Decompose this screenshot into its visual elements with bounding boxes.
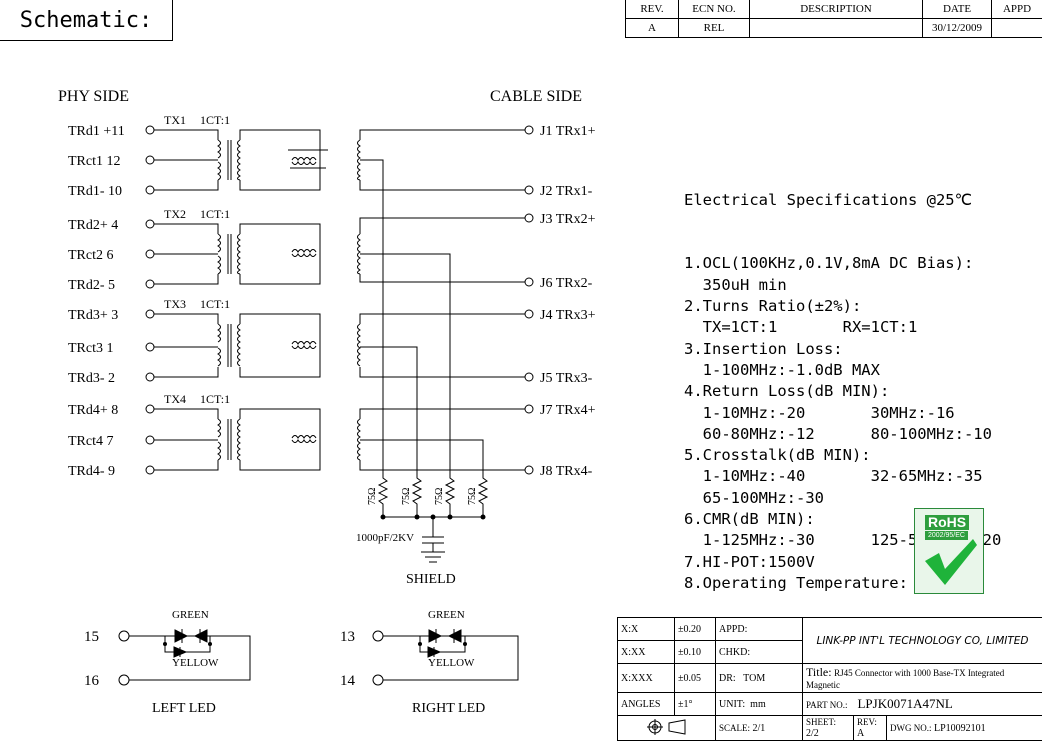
spec-line: 1-10MHz:-40 32-65MHz:-35 bbox=[684, 466, 1001, 487]
right-led-label: RIGHT LED bbox=[412, 701, 485, 716]
spec-line: 4.Return Loss(dB MIN): bbox=[684, 381, 1001, 402]
tx2-label: TX2 bbox=[164, 207, 186, 221]
drawing-title: Title: RJ45 Connector with 1000 Base-TX … bbox=[803, 664, 1042, 693]
scale: SCALE: 2/1 bbox=[716, 716, 803, 741]
chkd-label: CHKD: bbox=[716, 641, 803, 664]
cable-pin: J3 TRx2+ bbox=[540, 212, 596, 227]
tx4-label: TX4 bbox=[164, 392, 186, 406]
unit: UNIT: mm bbox=[716, 693, 803, 716]
projection-symbol-icon bbox=[618, 716, 716, 741]
tx2-ratio: 1CT:1 bbox=[200, 207, 230, 221]
tx1-ratio: 1CT:1 bbox=[200, 113, 230, 127]
tol-label: X:XX bbox=[618, 641, 675, 664]
left-led-yellow: YELLOW bbox=[172, 657, 219, 669]
revision: REV: A bbox=[854, 716, 887, 741]
tol-value: ±0.10 bbox=[675, 641, 716, 664]
checkmark-icon bbox=[915, 509, 983, 593]
sheet: SHEET: 2/2 bbox=[803, 716, 854, 741]
spec-line: 3.Insertion Loss: bbox=[684, 339, 1001, 360]
phy-pin: TRd1- 10 bbox=[68, 184, 122, 199]
cable-pin: J6 TRx2- bbox=[540, 276, 593, 291]
drawing-number: DWG NO.: LP10092101 bbox=[887, 716, 1042, 741]
right-led-yellow: YELLOW bbox=[428, 657, 475, 669]
resistor-label: 75Ω bbox=[401, 488, 412, 505]
spec-line: 1.OCL(100KHz,0.1V,8mA DC Bias): bbox=[684, 253, 1001, 274]
right-led-pin-bottom: 14 bbox=[340, 673, 356, 689]
pin-circle bbox=[146, 186, 154, 194]
spec-title: Electrical Specifications @25℃ bbox=[684, 190, 1001, 211]
spec-line: 350uH min bbox=[684, 275, 1001, 296]
left-led-pin-top: 15 bbox=[84, 629, 99, 645]
pin-circle bbox=[146, 126, 154, 134]
right-led-green: GREEN bbox=[428, 609, 465, 621]
tol-label: ANGLES bbox=[618, 693, 675, 716]
tol-value: ±0.20 bbox=[675, 618, 716, 641]
phy-pin: TRd2- 5 bbox=[68, 278, 115, 293]
phy-pin: TRd4+ 8 bbox=[68, 403, 118, 418]
title-block: X:X ±0.20 APPD: LINK-PP INT'L TECHNOLOGY… bbox=[617, 617, 1042, 741]
phy-pin: TRd3+ 3 bbox=[68, 308, 118, 323]
cable-pin: J8 TRx4- bbox=[540, 464, 593, 479]
right-led-pin-top: 13 bbox=[340, 629, 355, 645]
rohs-badge: RoHS 2002/95/EC bbox=[914, 508, 984, 594]
part-number: PART NO.: LPJK0071A47NL bbox=[803, 693, 1042, 716]
phy-pin: TRd4- 9 bbox=[68, 464, 115, 479]
phy-side-label: PHY SIDE bbox=[58, 88, 129, 105]
tol-value: ±1° bbox=[675, 693, 716, 716]
phy-pin: TRd1 +11 bbox=[68, 124, 125, 139]
spec-line: 2.Turns Ratio(±2%): bbox=[684, 296, 1001, 317]
tx4-ratio: 1CT:1 bbox=[200, 392, 230, 406]
left-led-label: LEFT LED bbox=[152, 701, 216, 716]
shield-label: SHIELD bbox=[406, 572, 456, 587]
tol-value: ±0.05 bbox=[675, 664, 716, 693]
cable-pin: J2 TRx1- bbox=[540, 184, 593, 199]
phy-pin: TRd2+ 4 bbox=[68, 218, 118, 233]
cable-side-label: CABLE SIDE bbox=[490, 88, 582, 105]
pin-circle bbox=[146, 156, 154, 164]
cable-pin: J1 TRx1+ bbox=[540, 124, 596, 139]
phy-pin: TRct2 6 bbox=[68, 248, 114, 263]
left-led-green: GREEN bbox=[172, 609, 209, 621]
phy-pin: TRct1 12 bbox=[68, 154, 121, 169]
capacitor-label: 1000pF/2KV bbox=[356, 532, 414, 544]
phy-pin: TRct4 7 bbox=[68, 434, 114, 449]
appd-label: APPD: bbox=[716, 618, 803, 641]
left-led-pin-bottom: 16 bbox=[84, 673, 100, 689]
cable-pin: J4 TRx3+ bbox=[540, 308, 596, 323]
spec-line: 5.Crosstalk(dB MIN): bbox=[684, 445, 1001, 466]
spec-line: 1-10MHz:-20 30MHz:-16 bbox=[684, 403, 1001, 424]
tx3-label: TX3 bbox=[164, 297, 186, 311]
tx3-ratio: 1CT:1 bbox=[200, 297, 230, 311]
resistor-label: 75Ω bbox=[467, 488, 478, 505]
cable-pin: J7 TRx4+ bbox=[540, 403, 596, 418]
tx1-label: TX1 bbox=[164, 113, 186, 127]
tol-label: X:XXX bbox=[618, 664, 675, 693]
spec-line: 1-100MHz:-1.0dB MAX bbox=[684, 360, 1001, 381]
phy-pin: TRct3 1 bbox=[68, 341, 114, 356]
phy-pin: TRd3- 2 bbox=[68, 371, 115, 386]
resistor-label: 75Ω bbox=[367, 488, 378, 505]
spec-line: TX=1CT:1 RX=1CT:1 bbox=[684, 317, 1001, 338]
company-name: LINK-PP INT'L TECHNOLOGY CO, LIMITED bbox=[803, 618, 1042, 664]
resistor-label: 75Ω bbox=[434, 488, 445, 505]
spec-line: 60-80MHz:-12 80-100MHz:-10 bbox=[684, 424, 1001, 445]
tol-label: X:X bbox=[618, 618, 675, 641]
drawn-by: DR: TOM bbox=[716, 664, 803, 693]
spec-line: 65-100MHz:-30 bbox=[684, 488, 1001, 509]
cable-pin: J5 TRx3- bbox=[540, 371, 593, 386]
